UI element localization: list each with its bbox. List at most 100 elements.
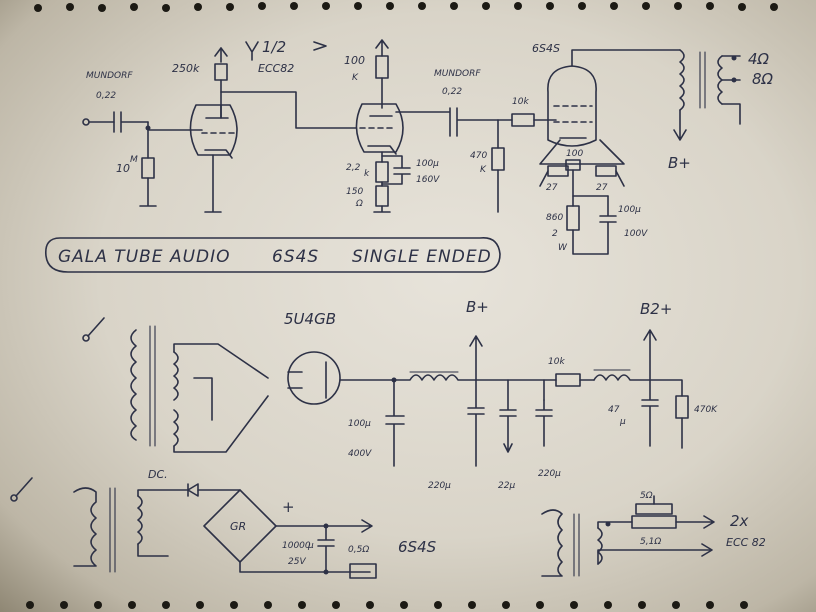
title-banner: GALA TUBE AUDIO 6S4S SINGLE ENDED [44,237,501,273]
fil-res-b-value: 27 [596,183,608,193]
binding-holes-top [34,2,778,12]
psu-bplus-label: B+ [466,298,489,316]
dc-dest-label: 6S4S [398,538,437,556]
tube-model-label: ECC82 [258,62,294,75]
coup-cap-brand: MUNDORF [434,69,481,79]
heater-filter-cap [317,523,335,575]
dc-label: DC. [148,468,168,481]
grid-res-unit: M [130,155,138,165]
cath-res2-value: 150 [346,187,363,197]
input-jack [82,118,115,126]
cath-cap-value: 100μ [416,159,439,169]
cap2-value: 220μ [428,481,451,491]
hum-balance-network [539,159,625,197]
plate-resistor [375,39,389,109]
hum-pot-value: 100 [566,149,583,159]
coupling-capacitor [395,107,499,137]
bias-res-value: 860 [546,213,563,223]
dc-plus-label: + [282,498,295,516]
input-capacitor [113,111,149,133]
ecc82-heater-supply: 5Ω 5,1Ω 2x ECC 82 [541,491,766,577]
fil-res-a-value: 27 [546,183,558,193]
input-triode [147,104,239,213]
output-tube-label: 6S4S [532,42,560,55]
output-tube [539,49,681,165]
cath-res2-unit: Ω [355,199,363,209]
bleed-res-value: 470K [694,405,718,415]
cap5-value: 47 [608,405,620,415]
title-mid: 6S4S [272,247,319,267]
cath-res-value: 2,2 [346,163,361,173]
tube-fraction-label: 1/2 [262,38,286,56]
bias-network [566,195,617,255]
heater-transformer [73,487,189,573]
b2plus-rail [641,329,689,449]
heater-series-resistor [349,563,377,579]
dc-heater-supply: DC. GR + 10000 μ 25V 0,5Ω 6S4S [10,468,437,579]
plate-res-value: 100 [344,54,365,67]
leak-resistor [491,119,505,213]
stopper-value: 10k [512,97,529,107]
cap1-value: 100μ [348,419,371,429]
cap5-unit: μ [619,417,626,427]
binding-holes-bottom [26,601,748,609]
interstage-wire [220,91,357,129]
ecc82-dest-count: 2x [730,512,749,530]
cap4-value: 220μ [538,469,561,479]
tube-label-group: 1/2 ECC82 [245,38,327,75]
cath-cap-voltage: 160V [416,175,440,185]
pot-value-label: 250k [172,62,200,75]
grid-resistor [139,121,157,207]
mains-switch [82,317,105,342]
series-diode [187,483,241,497]
choke-1 [393,371,477,381]
bridge-label: GR [230,520,246,533]
drop-res-value: 10k [548,357,565,367]
cap1-voltage: 400V [348,449,372,459]
dropping-resistor [543,373,595,387]
bias-res-value2: 2 [552,229,558,239]
dc-cap-voltage: 25V [288,557,306,567]
cathode-network [373,151,411,213]
ecc82-dest-model: ECC 82 [726,536,766,549]
grid-res-value: 10 [116,162,130,175]
power-supply-circuit: 5U4GB 100μ 400V B+ 220μ 22μ 220μ [82,298,718,491]
power-transformer [130,325,269,453]
ecc82-pot-value: 5Ω [640,491,653,501]
cath-res-unit: k [364,169,370,179]
dc-res-value: 0,5Ω [348,545,369,555]
bplus-rail [467,335,553,467]
dc-cap-value: 10000 [282,541,311,551]
hum-pot-ecc82 [631,495,715,557]
title-left: GALA TUBE AUDIO [58,247,231,267]
first-filter-cap [385,377,405,467]
bias-res-unit: W [558,243,568,253]
bias-cap-voltage: 100V [624,229,648,239]
leak-res-value: 470 [470,151,487,161]
heater-switch [10,477,33,502]
speaker-8ohm-label: 8Ω [752,70,774,88]
amp-bplus-label: B+ [668,154,691,172]
cap3-value: 22μ [498,481,515,491]
speaker-4ohm-label: 4Ω [748,50,770,68]
leak-res-unit: K [480,165,487,175]
grid-stopper [497,113,557,127]
title-right: SINGLE ENDED [352,247,492,267]
input-cap-value-label: 0,22 [96,91,116,101]
ecc82-res-value: 5,1Ω [640,537,661,547]
input-cap-brand-label: MUNDORF [86,71,133,81]
choke-2 [593,369,651,381]
bias-cap-value: 100μ [618,205,641,215]
coup-cap-value: 0,22 [442,87,462,97]
rectifier-label: 5U4GB [284,310,336,328]
rectifier-tube [287,351,395,405]
plate-res-unit: K [352,73,359,83]
second-triode [355,103,404,155]
amplifier-circuit: MUNDORF 0,22 10 M 250k 1 [82,38,774,255]
output-transformer [673,49,741,141]
b2plus-label: B2+ [640,300,672,318]
dc-cap-unit: μ [307,541,314,551]
ecc82-heater-transformer [541,509,711,577]
